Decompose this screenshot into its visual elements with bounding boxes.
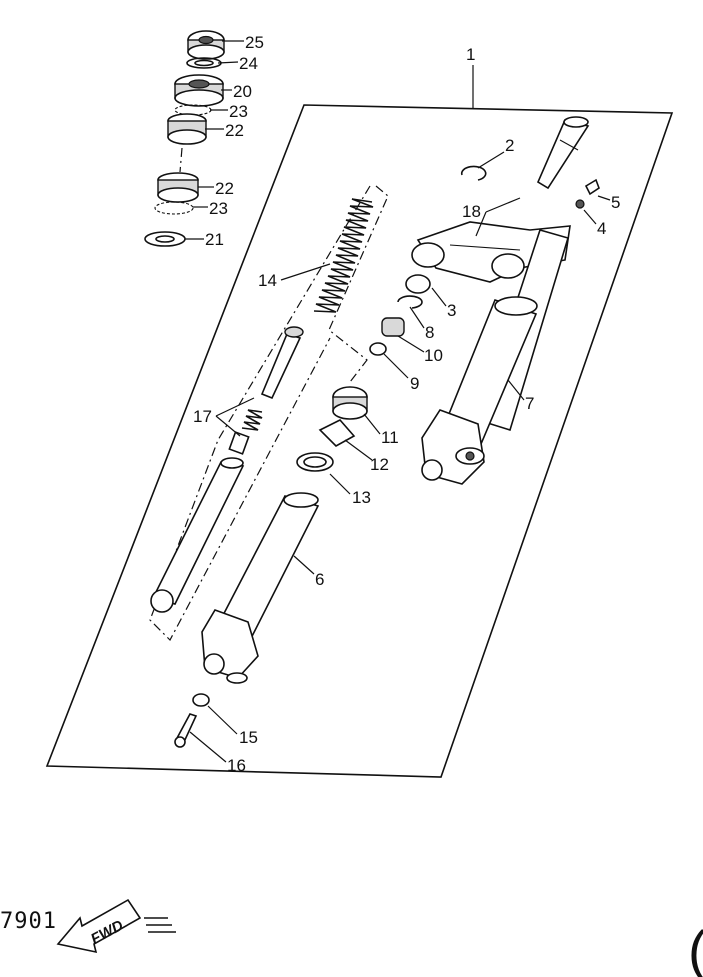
part-13-seal: [296, 452, 334, 472]
part-damper-rod: [260, 326, 304, 400]
part-25-nut: [187, 30, 225, 60]
figure-code: 7901: [0, 909, 57, 934]
part-22-cone-lower: [157, 172, 199, 203]
part-5-bolt: [584, 178, 600, 196]
part-2-clip: [460, 165, 487, 181]
callout-18: 18: [462, 202, 481, 221]
callout-8: 8: [425, 323, 434, 342]
part-stem-shaft: [536, 116, 590, 190]
part-23-ball-race-lower: [154, 201, 194, 215]
callout-1: 1: [466, 45, 475, 64]
footer: 7901 FWD: [0, 898, 176, 954]
callout-22-upper: 22: [225, 121, 244, 140]
part-10-bush: [381, 317, 405, 337]
axis-line: [179, 147, 183, 173]
callout-3: 3: [447, 301, 456, 320]
part-9-oring: [369, 342, 387, 356]
callout-16: 16: [227, 756, 246, 775]
callout-24: 24: [239, 54, 258, 73]
assembly-outline: [45, 104, 674, 778]
callout-14: 14: [258, 271, 277, 290]
callout-4: 4: [597, 219, 606, 238]
part-15-washer: [192, 693, 210, 707]
callout-21: 21: [205, 230, 224, 249]
callout-7: 7: [525, 394, 534, 413]
part-17-piece: [228, 431, 250, 455]
corner-mark: (: [688, 919, 703, 977]
callout-20: 20: [233, 82, 252, 101]
part-20-ring-nut: [174, 74, 224, 107]
part-11-seal: [332, 386, 368, 420]
fwd-arrow-icon: FWD: [56, 898, 142, 954]
part-inner-tube: [150, 457, 245, 613]
part-17-spring-small: [241, 409, 263, 431]
callout-13: 13: [352, 488, 371, 507]
callout-22-lower: 22: [215, 179, 234, 198]
callout-12: 12: [370, 455, 389, 474]
part-3-washer: [405, 274, 431, 294]
part-14-spring: [313, 198, 374, 313]
fork-symbol-icon: [144, 917, 176, 933]
callout-25: 25: [245, 33, 264, 52]
part-16-bolt: [174, 713, 198, 748]
part-6-outer-tube: [201, 492, 320, 684]
part-12-bush: [318, 419, 356, 447]
callout-5: 5: [611, 193, 620, 212]
part-18-bracket: [411, 221, 571, 283]
callout-labels: 1 2 3 4 5 6 7 8 9 10 11 12 13 14 15 16 1…: [193, 33, 620, 775]
leader-lines: [185, 40, 611, 763]
callout-9: 9: [410, 374, 419, 393]
callout-6: 6: [315, 570, 324, 589]
part-8-circlip: [397, 295, 423, 309]
part-22-cone-upper: [167, 113, 207, 145]
dashed-boundary-left: [149, 185, 371, 641]
callout-10: 10: [424, 346, 443, 365]
callout-2: 2: [505, 136, 514, 155]
part-4-nut: [575, 199, 585, 209]
part-7-fork-leg: [421, 229, 570, 485]
callout-15: 15: [239, 728, 258, 747]
callout-23-upper: 23: [229, 102, 248, 121]
callout-23-lower: 23: [209, 199, 228, 218]
callout-17: 17: [193, 407, 212, 426]
callout-11: 11: [381, 428, 399, 447]
part-21-seal: [144, 231, 186, 247]
